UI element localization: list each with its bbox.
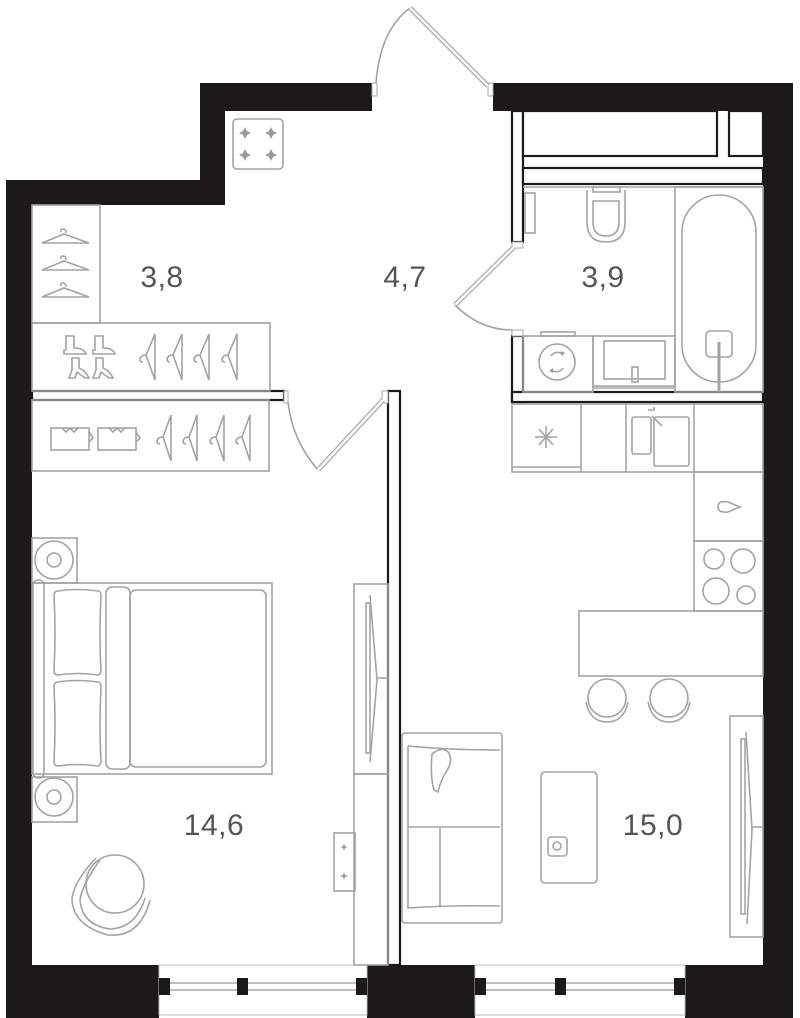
hanger-icon (139, 333, 238, 381)
door-icon (371, 6, 494, 97)
coffee-table-icon (540, 771, 598, 884)
hanger-icon (41, 228, 90, 298)
folded-shirt-icon (50, 426, 142, 451)
bed-icon (31, 579, 273, 779)
wardrobe-shelves (31, 204, 271, 392)
nightstand-icon (31, 776, 78, 823)
window-icon (474, 964, 686, 1016)
bar-stool-icon (585, 678, 691, 723)
fridge-icon (535, 426, 557, 448)
kitchen-counters (511, 403, 764, 723)
tv-icon (353, 583, 389, 775)
nightstand-icon (31, 537, 78, 584)
bedroom-closet (31, 399, 270, 472)
boots-icon (63, 335, 117, 379)
electrical-panel-icon (232, 118, 284, 170)
armchair-icon (71, 854, 151, 936)
sofa-icon (401, 732, 503, 924)
faucet-drop-icon (717, 500, 743, 513)
bathtub-icon (674, 186, 764, 393)
window-icon (158, 964, 368, 1016)
bedroom-cabinet (353, 773, 389, 966)
door-icon (453, 241, 524, 337)
bathroom-fixtures (522, 186, 764, 393)
area-label-living-kitchen: 15,0 (622, 809, 684, 842)
kitchen-sink-icon (631, 407, 690, 467)
toilet-icon (586, 186, 626, 243)
door-icon (283, 390, 389, 472)
area-label-wardrobe: 3,8 (140, 261, 184, 294)
area-label-bedroom: 14,6 (183, 809, 245, 842)
area-label-bathroom: 3,9 (581, 261, 625, 294)
interior-walls (30, 109, 765, 967)
washing-machine-icon (522, 331, 594, 393)
hanger-icon (156, 414, 251, 462)
sink-icon (592, 335, 676, 389)
socket-icon (333, 832, 356, 892)
tv-icon (729, 715, 764, 938)
bar-counter (578, 610, 764, 677)
area-label-hallway: 4,7 (383, 261, 427, 294)
exterior-walls (6, 83, 793, 1018)
stove-icon (693, 540, 764, 612)
